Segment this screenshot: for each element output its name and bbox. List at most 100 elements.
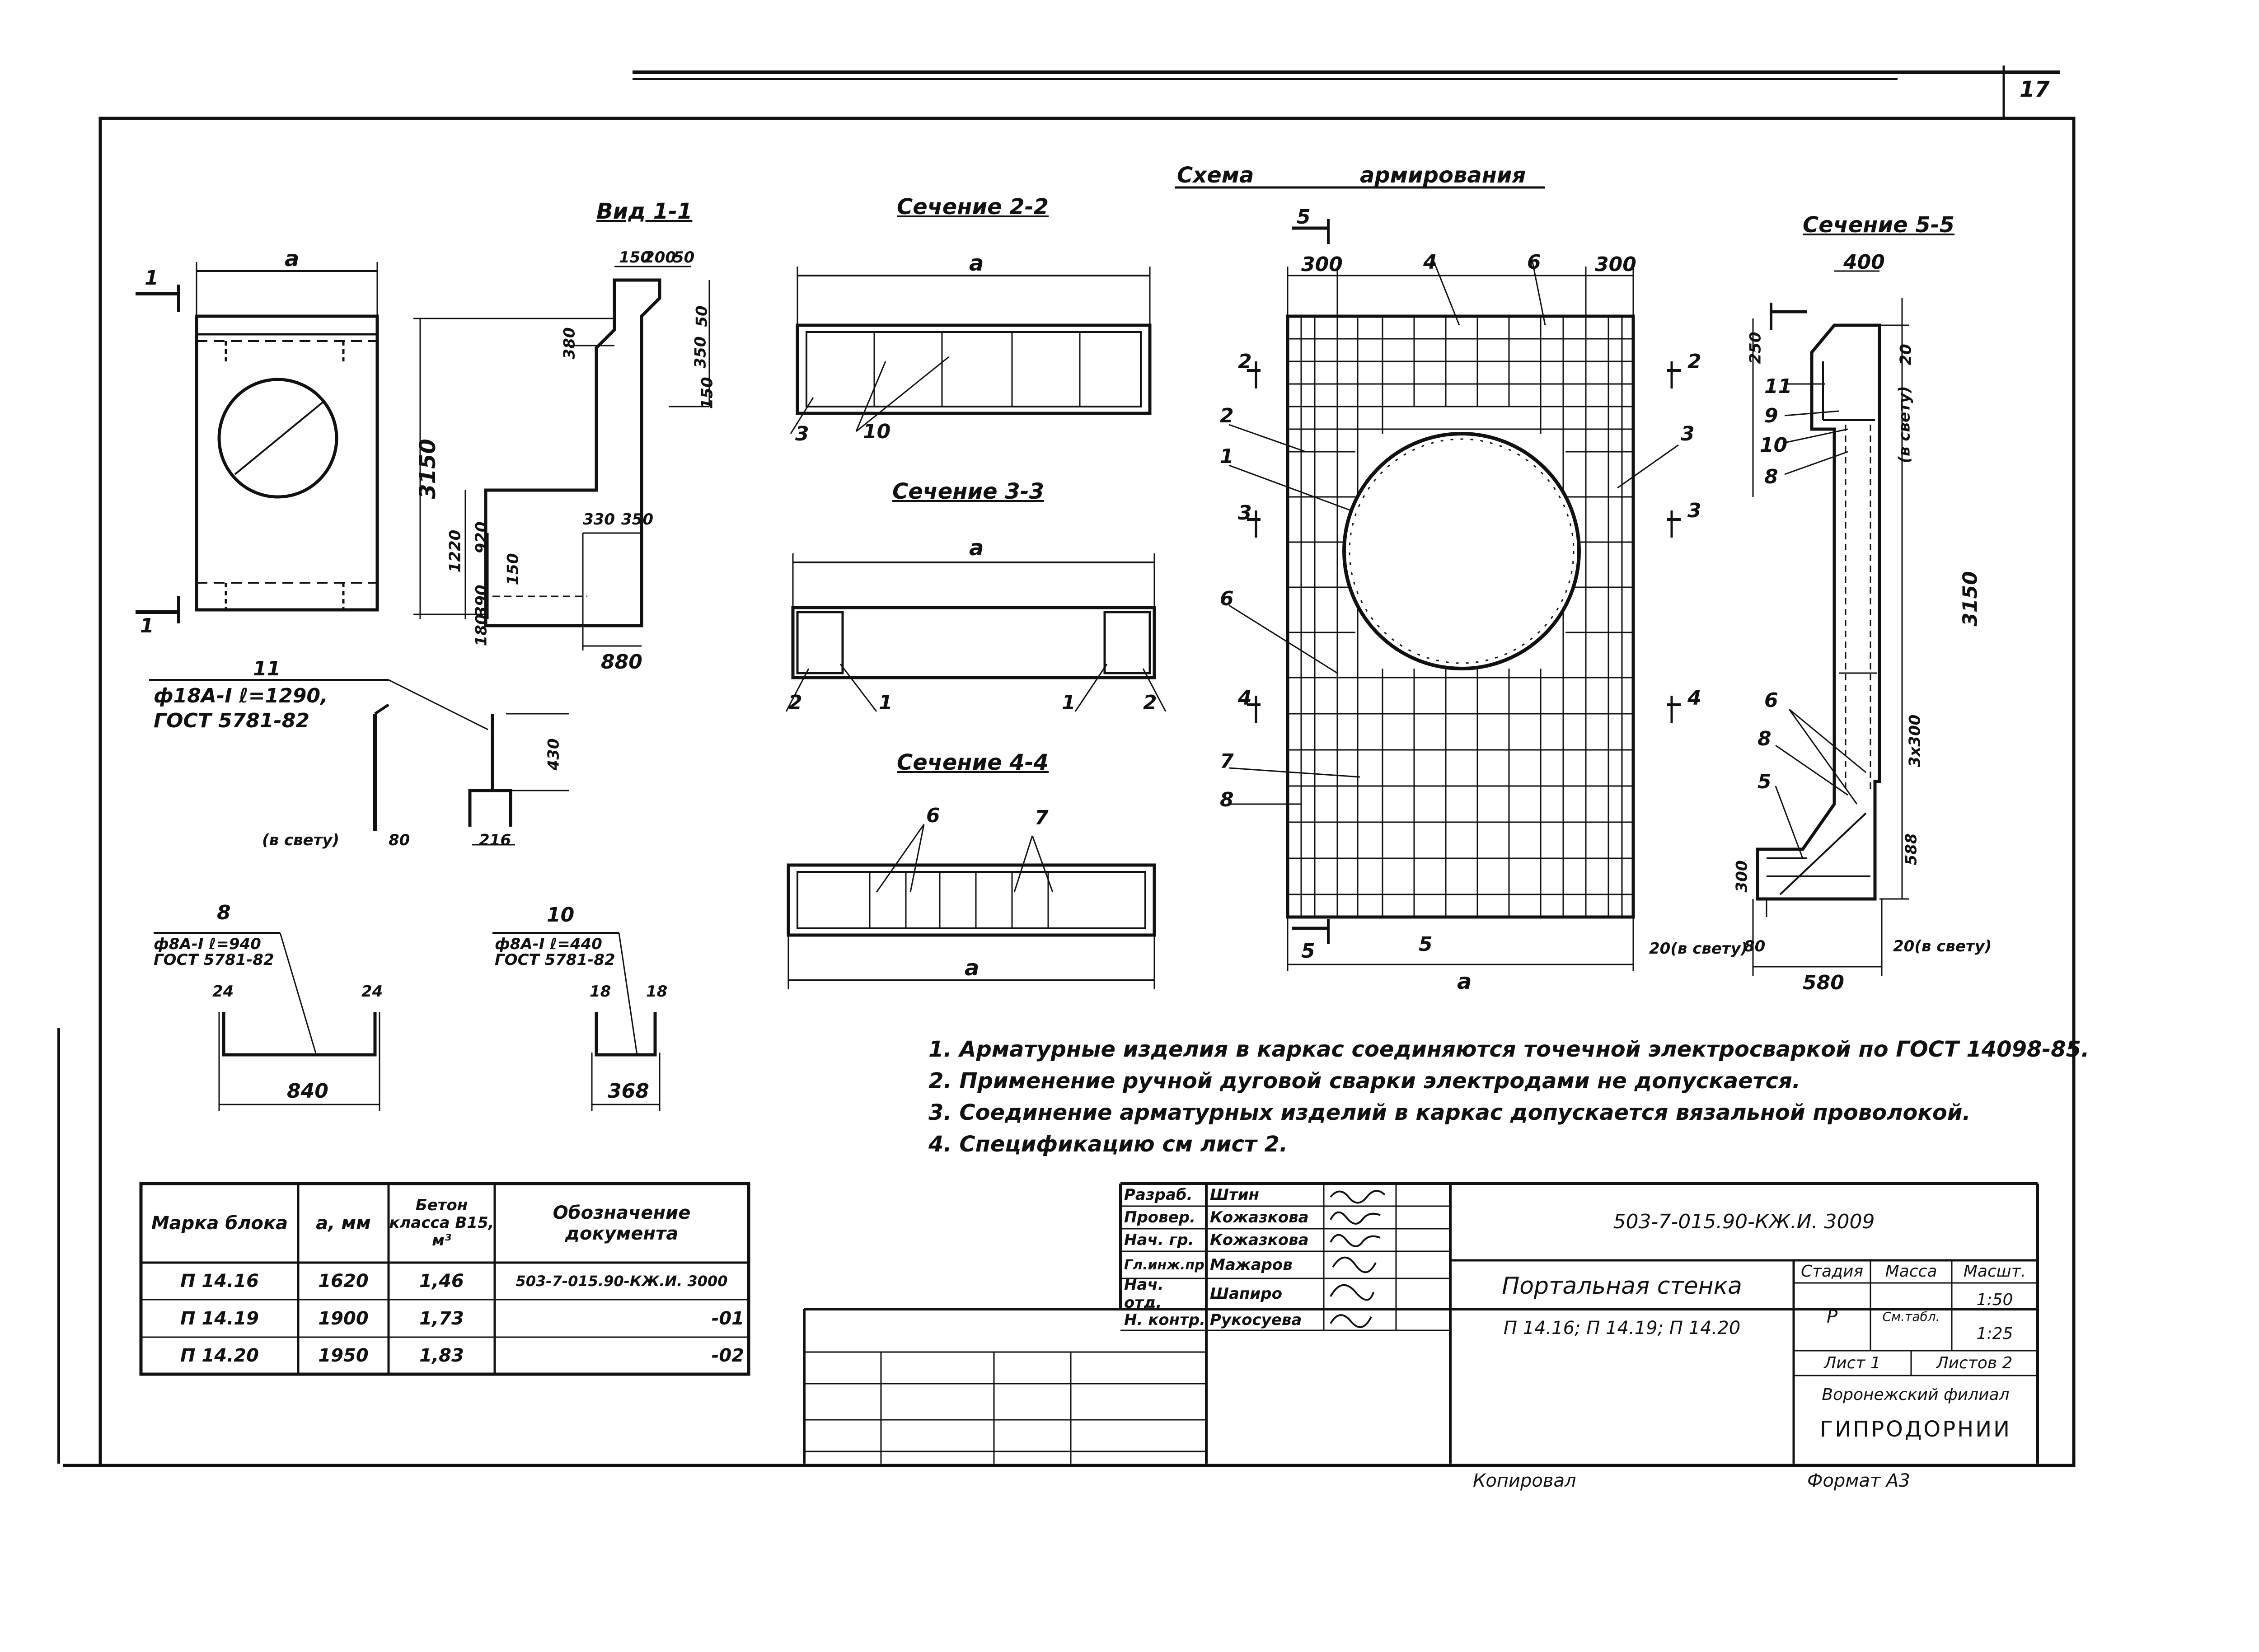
block-table-header: Обозначение документа [553, 1202, 691, 1244]
note-1: 1. Арматурные изделия в каркас соединяют… [928, 1037, 2090, 1062]
section-4-4-title: Сечение 4-4 [897, 750, 1049, 775]
block-table-cell: -02 [711, 1345, 744, 1366]
title-name: Мажаров [1210, 1256, 1293, 1274]
section-3-3-label: 1 [879, 691, 893, 714]
scheme-label-bottom: 20(в свету) [1649, 940, 1748, 958]
scheme-label-right: 2 [1687, 350, 1701, 373]
side-dim: 150 [504, 553, 522, 585]
section-5-5-label: 9 [1764, 404, 1778, 427]
scheme-frame-outline [1286, 314, 1635, 919]
section-5-5-label: 3150 [1959, 571, 1982, 627]
block-table-cell: 1950 [318, 1345, 369, 1366]
bar-11-spec: ГОСТ 5781-82 [154, 709, 310, 732]
bar-11-dim: 216 [479, 831, 511, 849]
section-4-4-label: 6 [926, 804, 940, 827]
scheme-label-left: 2 [1238, 350, 1252, 373]
note-2: 2. Применение ручной дуговой сварки элек… [928, 1068, 1801, 1094]
section-2-2-outline [796, 323, 1152, 415]
section-5-5-label: 588 [1902, 833, 1921, 866]
section-4-4-label: 7 [1035, 806, 1049, 829]
note-4: 4. Спецификацию см лист 2. [928, 1132, 1288, 1157]
bar-8-dim: 840 [287, 1080, 328, 1103]
scheme-title-b: армирования [1360, 163, 1526, 188]
scheme-label-left: 6 [1220, 587, 1234, 610]
bar-10-dim: 368 [608, 1080, 649, 1103]
section-2-2-label: 10 [863, 420, 891, 443]
side-dim: 200 [644, 248, 676, 267]
scheme-label-left: 1 [1220, 445, 1234, 468]
title-role: Нач. отд. [1124, 1276, 1164, 1312]
title-name-line2: П 14.16; П 14.19; П 14.20 [1503, 1318, 1741, 1338]
block-table-cell: П 14.20 [180, 1345, 259, 1366]
scheme-label-top: 5 [1297, 206, 1311, 229]
bar-10-dim: 18 [590, 983, 611, 1001]
title-mass: См.табл. [1882, 1309, 1940, 1324]
title-scale-header: Масшт. [1963, 1262, 2026, 1281]
side-dim: 350 [621, 510, 653, 529]
bar-8-spec: ф8А-I ℓ=940 [154, 935, 261, 953]
side-dim: 350 [691, 336, 710, 369]
title-mass-header: Масса [1885, 1262, 1937, 1281]
title-scale-2: 1:25 [1976, 1324, 2013, 1343]
section-5-5-label: 8 [1764, 465, 1778, 488]
front-view-block [195, 314, 379, 612]
section-5-5-label: (в свету) [1895, 386, 1914, 463]
scheme-title-a: Схема [1177, 163, 1254, 188]
title-sheets: Листов 2 [1936, 1353, 2013, 1372]
scheme-label-right: 3 [1687, 499, 1701, 522]
section-3-3-label: 2 [1143, 691, 1157, 714]
block-table-cell: -01 [711, 1308, 744, 1329]
block-table-cell: 1620 [318, 1271, 369, 1292]
note-3: 3. Соединение арматурных изделий в карка… [928, 1100, 1971, 1125]
block-table-cell: 503-7-015.90-КЖ.И. 3000 [516, 1272, 728, 1290]
section-4-4-dim: a [965, 955, 980, 981]
block-table-cell: 1,73 [419, 1308, 464, 1329]
section-4-4-outline [787, 863, 1156, 937]
bar-10-dim: 18 [646, 983, 668, 1001]
bar-10-mark: 10 [547, 903, 575, 927]
scheme-label-right: 3 [1681, 422, 1695, 445]
section-5-5-label: 20(в свету) [1893, 937, 1992, 955]
side-view-profile [484, 278, 661, 627]
front-view-cut-mark-top: 1 [145, 267, 159, 290]
section-5-5-title: Сечение 5-5 [1803, 212, 1955, 238]
side-dim: 920 [472, 521, 491, 554]
side-dim-height: 3150 [415, 439, 441, 499]
title-org-2: ГИПРОДОРНИИ [1819, 1417, 2012, 1442]
section-5-5-label: 6 [1764, 689, 1778, 712]
front-view-cut-mark-bottom: 1 [140, 614, 154, 637]
side-dim: 50 [693, 305, 711, 327]
section-5-5-label: 3x300 [1906, 714, 1924, 768]
scheme-label-left: 7 [1220, 750, 1234, 773]
section-5-5-label: 11 [1764, 375, 1792, 398]
bar-8-mark: 8 [217, 901, 231, 924]
section-2-2-dim: a [969, 251, 984, 276]
scheme-label-right: 4 [1687, 687, 1701, 710]
section-5-5-profile [1756, 323, 1881, 901]
title-role: Провер. [1124, 1208, 1195, 1226]
section-5-5-label: 80 [1744, 937, 1766, 955]
title-name-line1: Портальная стенка [1502, 1272, 1742, 1300]
side-dim: 330 [583, 510, 615, 529]
title-role: Гл.инж.пр. [1124, 1257, 1210, 1273]
section-3-3-label: 2 [788, 691, 802, 714]
section-3-3-title: Сечение 3-3 [892, 479, 1045, 504]
title-name: Кожазкова [1210, 1231, 1309, 1249]
footer-copied: Копировал [1473, 1470, 1576, 1491]
title-name: Рукосуева [1210, 1310, 1302, 1329]
title-name: Шапиро [1210, 1285, 1282, 1303]
block-table-cell: 1,83 [419, 1345, 464, 1366]
vid-1-1-title: Вид 1-1 [596, 199, 693, 224]
section-2-2-title: Сечение 2-2 [897, 194, 1049, 220]
block-table-cell: 1900 [318, 1308, 369, 1329]
bar-8-spec: ГОСТ 5781-82 [154, 951, 274, 969]
title-name: Кожазкова [1210, 1208, 1309, 1226]
scheme-label-left: 4 [1238, 687, 1252, 710]
section-5-5-label: 5 [1758, 770, 1772, 793]
section-3-3-dim: a [969, 535, 984, 561]
front-view-dim-a: a [285, 246, 300, 271]
block-table-cell: 1,46 [419, 1271, 464, 1292]
section-3-3-label: 1 [1062, 691, 1076, 714]
scheme-label-top: 6 [1527, 251, 1541, 274]
